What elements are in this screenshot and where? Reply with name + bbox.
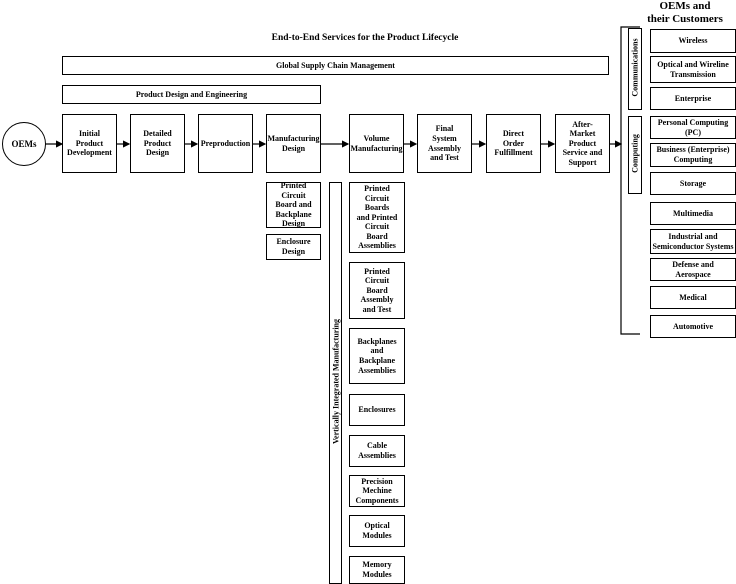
global-supply-chain-bar: Global Supply Chain Management	[62, 56, 609, 75]
mfg-precision-components: Precision Mechine Components	[349, 475, 405, 507]
diagram-title: End-to-End Services for the Product Life…	[271, 33, 459, 43]
mfg-cable-assemblies: Cable Assemblies	[349, 435, 405, 467]
mfg-pcb-assembly-test: Printed Circuit Board Assembly and Test	[349, 262, 405, 319]
customer-industrial-semiconductor: Industrial and Semiconductor Systems	[650, 229, 736, 254]
product-design-bar: Product Design and Engineering	[62, 85, 321, 104]
flow-aftermarket-service: After- Market Product Service and Suppor…	[555, 114, 610, 173]
customer-multimedia: Multimedia	[650, 202, 736, 225]
customer-optical-wireline: Optical and Wireline Transmission	[650, 56, 736, 83]
oems-customers-header: OEMs and their Customers	[647, 0, 723, 25]
vertical-integration-label: Vertically Integrated Manufacturing	[331, 318, 341, 445]
oems-node: OEMs	[2, 122, 46, 166]
flow-initial-product-development: Initial Product Development	[62, 114, 117, 173]
flow-direct-order-fulfillment: Direct Order Fulfillment	[486, 114, 541, 173]
customer-personal-computing: Personal Computing (PC)	[650, 116, 736, 139]
computing-group-label: Computing	[630, 134, 640, 173]
communications-group-label: Communications	[630, 38, 640, 97]
customer-storage: Storage	[650, 172, 736, 195]
mfg-pcb-assemblies: Printed Circuit Boards and Printed Circu…	[349, 182, 405, 253]
customers-bracket	[620, 26, 640, 335]
mfg-memory-modules: Memory Modules	[349, 556, 405, 584]
customer-medical: Medical	[650, 286, 736, 309]
design-pcb-backplane: Printed Circuit Board and Backplane Desi…	[266, 181, 321, 228]
design-enclosure: Enclosure Design	[266, 234, 321, 260]
mfg-backplanes: Backplanes and Backplane Assemblies	[349, 328, 405, 384]
flow-detailed-product-design: Detailed Product Design	[130, 114, 185, 173]
flow-volume-manufacturing: Volume Manufacturing	[349, 114, 404, 173]
flow-preproduction: Preproduction	[198, 114, 253, 173]
customer-automotive: Automotive	[650, 315, 736, 338]
customer-wireless: Wireless	[650, 29, 736, 53]
flow-final-system-assembly: Final System Assembly and Test	[417, 114, 472, 173]
computing-group-bar	[628, 116, 642, 194]
flow-manufacturing-design: Manufacturing Design	[266, 114, 321, 173]
customer-business-computing: Business (Enterprise) Computing	[650, 143, 736, 167]
mfg-optical-modules: Optical Modules	[349, 515, 405, 547]
communications-group-bar	[628, 28, 642, 110]
customer-defense-aerospace: Defense and Aerospace	[650, 258, 736, 281]
mfg-enclosures: Enclosures	[349, 394, 405, 426]
customer-enterprise: Enterprise	[650, 87, 736, 110]
